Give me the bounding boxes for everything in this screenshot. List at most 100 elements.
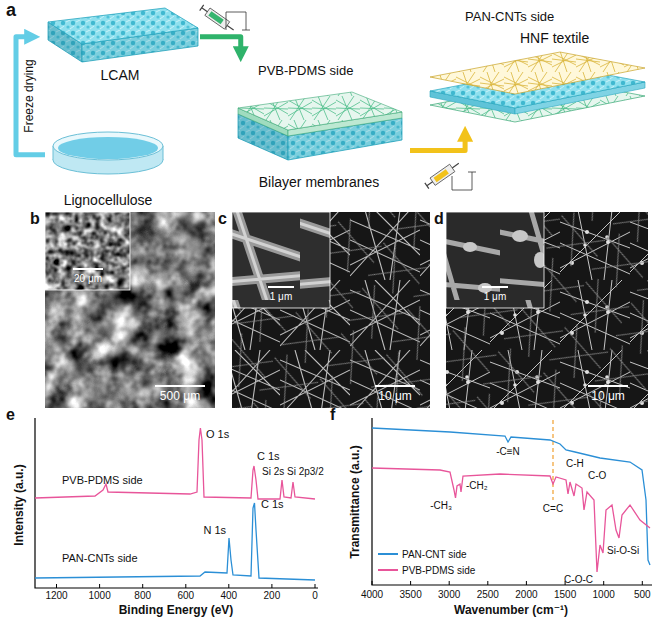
annotation-label: C-H xyxy=(566,458,584,469)
syringe-pump xyxy=(433,169,448,182)
label-holder: c xyxy=(218,210,227,228)
sem-image xyxy=(446,212,648,408)
annotation-label: PVB-PDMS side xyxy=(62,474,143,486)
annotation-label: Si-O-Si xyxy=(607,545,639,556)
annotation-label: 800 xyxy=(134,590,151,601)
xps-curve xyxy=(35,428,315,580)
sem-image xyxy=(45,212,215,408)
annotation-label: 200 xyxy=(264,590,281,601)
label-holder: 200 xyxy=(264,590,281,602)
annotation-label: C 1s xyxy=(261,498,284,510)
annotation-label: 600 xyxy=(177,590,194,601)
annotation-label: 1000 xyxy=(88,590,110,601)
label-holder: C=C xyxy=(543,503,563,515)
annotation-label: 10 μm xyxy=(378,389,412,403)
petri-dish xyxy=(53,132,163,160)
label-holder: 1200 xyxy=(45,590,67,602)
sem-image xyxy=(45,212,130,290)
label-holder: f xyxy=(330,406,335,424)
annotation-label: 1200 xyxy=(45,590,67,601)
annotation-label: 20 μm xyxy=(74,273,102,284)
edge-label-holder: Freeze drying xyxy=(23,59,37,132)
label-holder: 4000 xyxy=(361,589,383,601)
label-holder: 3000 xyxy=(438,589,460,601)
label-holder: 0 xyxy=(312,590,318,602)
syringe-pump xyxy=(424,160,461,190)
ftir-curve xyxy=(372,428,650,572)
label-holder: 20 μm xyxy=(74,273,102,285)
sem-image xyxy=(446,212,544,308)
annotation-label: O 1s xyxy=(206,428,229,440)
label-holder: e xyxy=(6,406,15,424)
annotation-label: 1 μm xyxy=(270,291,292,302)
annotation-label: Si 2p3/2 xyxy=(287,466,324,477)
label-holder: 2500 xyxy=(477,589,499,601)
label-holder: N 1s xyxy=(203,524,226,537)
panel-letter: f xyxy=(330,406,335,423)
label-holder: Wavenumber (cm⁻¹) xyxy=(454,604,568,618)
label-holder: 1000 xyxy=(593,589,615,601)
label-holder: Si 2s xyxy=(262,466,284,478)
label-holder: 1 μm xyxy=(270,291,292,303)
node-label-holder: HNF textile xyxy=(520,30,589,46)
annotation-label: C-O-C xyxy=(564,574,593,585)
label-holder: 1500 xyxy=(554,589,576,601)
annotation-label: Si 2s xyxy=(262,466,284,477)
xps-curve xyxy=(35,503,315,580)
process-arrow xyxy=(200,37,241,47)
label-holder: C-O-C xyxy=(564,574,593,586)
annotation-label: Transmittance (a.u.) xyxy=(348,445,362,558)
annotation-label: 3000 xyxy=(438,589,460,600)
label-holder: 600 xyxy=(177,590,194,602)
legend-text: PAN-CNT side xyxy=(402,549,467,560)
sem-image xyxy=(446,212,544,308)
chart-axes xyxy=(57,584,316,588)
sem-image xyxy=(232,212,430,408)
panel-letter: d xyxy=(434,210,444,227)
label-holder: C 1s xyxy=(261,498,284,511)
label-holder: C-H xyxy=(566,458,584,470)
label-holder: -CH₂ xyxy=(466,480,488,492)
sem-image xyxy=(232,212,330,308)
syringe-pump xyxy=(199,4,236,34)
annotation-label: Intensity (a.u.) xyxy=(12,464,26,545)
power-wire xyxy=(452,172,476,190)
syringe-pump xyxy=(208,11,223,24)
node-label-holder: Bilayer membranes xyxy=(259,174,380,190)
label-holder: d xyxy=(434,210,444,228)
panel-letter: e xyxy=(6,406,15,423)
annotation-label: Wavenumber (cm⁻¹) xyxy=(454,603,568,617)
sem-image xyxy=(45,212,130,290)
chart-axes xyxy=(372,418,652,585)
label-holder: PAN-CNTs side xyxy=(62,552,138,565)
node-label: PVB-PDMS side xyxy=(258,63,353,78)
label-holder: a xyxy=(6,0,16,21)
annotation-label: 500 xyxy=(634,589,651,600)
syringe-pump xyxy=(425,160,461,188)
node-label-holder: Lignocellulose xyxy=(64,192,153,208)
label-holder: Si-O-Si xyxy=(607,545,639,557)
annotation-label: 3500 xyxy=(399,589,421,600)
label-holder: 10 μm xyxy=(591,390,625,404)
annotation-label: 2000 xyxy=(515,589,537,600)
annotation-label: -CH₃ xyxy=(430,500,452,511)
power-wire xyxy=(226,12,250,30)
chart-axes xyxy=(552,420,553,500)
bilayer-membrane xyxy=(238,92,402,160)
node-label-holder: LCAM xyxy=(101,67,140,83)
sem-image xyxy=(45,212,215,408)
node-label-holder: PVB-PDMS side xyxy=(258,64,353,79)
power-wire xyxy=(226,12,250,30)
label-holder: Si 2p3/2 xyxy=(287,466,324,478)
hnf-textile xyxy=(430,52,645,122)
legend-line xyxy=(378,553,398,555)
annotation-label: 4000 xyxy=(361,589,383,600)
label-holder: 800 xyxy=(134,590,151,602)
label-holder: -CH₃ xyxy=(430,500,452,512)
label-holder: C-O xyxy=(588,470,606,482)
legend-sample xyxy=(378,565,398,575)
node-label: LCAM xyxy=(101,67,140,83)
label-holder: Binding Energy (eV) xyxy=(119,604,234,618)
hnf-textile xyxy=(430,52,645,94)
